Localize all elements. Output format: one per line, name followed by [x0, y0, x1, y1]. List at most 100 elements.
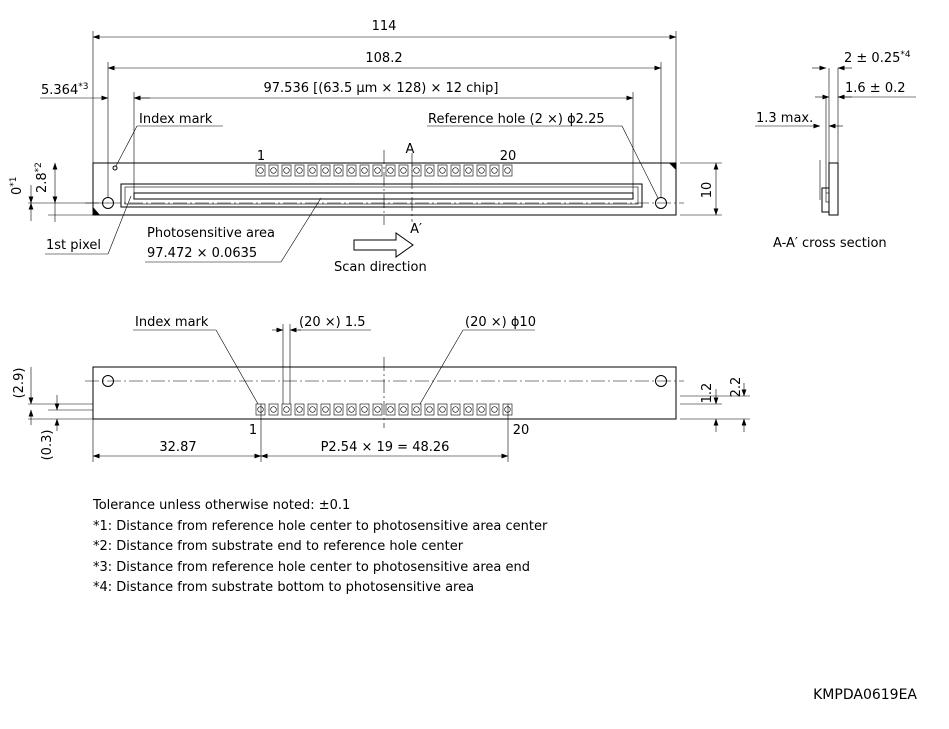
bottom-pin-11	[385, 403, 396, 416]
cross-section-sensor	[821, 187, 830, 213]
bottom-pin-hole-15	[439, 406, 446, 413]
top-pin-hole-16	[452, 167, 459, 174]
bottom-pin-hole-9	[361, 406, 368, 413]
bottom-pin-1	[255, 403, 266, 416]
note-tolerance: Tolerance unless otherwise noted: ±0.1	[93, 498, 351, 513]
index-mark-label: Index mark	[139, 112, 213, 127]
top-pin-19	[489, 164, 500, 177]
bottom-pin-9	[359, 403, 370, 416]
bottom-substrate	[92, 366, 677, 420]
note-3: *3: Distance from reference hole center …	[93, 559, 530, 575]
photo-area-frame-inner	[124, 186, 639, 205]
note-1: *1: Distance from reference hole center …	[93, 518, 548, 534]
top-pin-hole-10	[374, 167, 381, 174]
top-pin-4	[294, 164, 305, 177]
bottom-pin-hole-13	[413, 406, 420, 413]
bottom-pin-4	[294, 403, 305, 416]
note-2: *2: Distance from substrate end to refer…	[93, 539, 464, 554]
dim-0-3: (0.3)	[40, 430, 55, 461]
bottom-pin-12	[398, 403, 409, 416]
bottom-pin-hole-8	[348, 406, 355, 413]
top-pin-13	[411, 164, 422, 177]
top-pin-hole-19	[491, 167, 498, 174]
top-pin-hole-12	[400, 167, 407, 174]
bottom-pin-15	[437, 403, 448, 416]
bottom-pin-1-label: 1	[249, 423, 257, 438]
scan-direction-arrow	[353, 232, 414, 258]
bottom-pin-hole-7	[335, 406, 342, 413]
bottom-pin-hole-17	[465, 406, 472, 413]
top-pin-12	[398, 164, 409, 177]
dim-114: 114	[372, 19, 397, 34]
dim-3287: 32.87	[159, 440, 196, 455]
bottom-pin-20-label: 20	[513, 423, 530, 438]
first-pixel-label: 1st pixel	[46, 238, 101, 253]
bottom-pin-8	[346, 403, 357, 416]
dim-1-3-max: 1.3 max.	[756, 111, 813, 126]
top-pin-3	[281, 164, 292, 177]
top-pin-5	[307, 164, 318, 177]
photo-area-size: 97.472 × 0.0635	[147, 246, 257, 261]
top-pin-hole-17	[465, 167, 472, 174]
top-corner-mark-right	[669, 163, 676, 170]
top-pin-hole-14	[426, 167, 433, 174]
bottom-pin-hole-16	[452, 406, 459, 413]
bottom-pin-row	[255, 403, 513, 416]
dim-2-8: 2.8*2	[34, 162, 50, 193]
top-pin-2	[268, 164, 279, 177]
top-pin-17	[463, 164, 474, 177]
top-pin-20-label: 20	[500, 149, 517, 164]
bottom-pin-hole-20	[504, 406, 511, 413]
photo-area-label: Photosensitive area	[147, 226, 275, 241]
bottom-pin-hole-18	[478, 406, 485, 413]
bottom-hole-left	[102, 375, 114, 387]
top-pin-18	[476, 164, 487, 177]
top-pin-10	[372, 164, 383, 177]
bottom-pin-3	[281, 403, 292, 416]
bottom-hole-right	[655, 375, 667, 387]
bottom-pin-14	[424, 403, 435, 416]
top-pin-11	[385, 164, 396, 177]
note-4: *4: Distance from substrate bottom to ph…	[93, 580, 475, 595]
top-pin-14	[424, 164, 435, 177]
bottom-view: Index mark (20 ×) 1.5 (20 ×) ϕ10 (2.9) (…	[12, 315, 750, 462]
reference-hole-label: Reference hole (2 ×) ϕ2.25	[428, 112, 605, 127]
dim-108: 108.2	[365, 51, 402, 66]
bottom-pin-hole-1	[257, 406, 264, 413]
top-pin-1	[255, 164, 266, 177]
scan-direction-label: Scan direction	[334, 260, 427, 275]
top-pin-row	[255, 164, 513, 177]
dim-zero: 0*1	[9, 176, 25, 195]
bottom-pin-13	[411, 403, 422, 416]
top-pin-hole-13	[413, 167, 420, 174]
bottom-pin-hole-12	[400, 406, 407, 413]
dim-2-025: 2 ± 0.25*4	[844, 50, 911, 66]
index-mark-dot	[112, 165, 118, 171]
section-a-prime-label: A′	[410, 222, 422, 237]
top-pin-hole-7	[335, 167, 342, 174]
bottom-index-mark-label: Index mark	[135, 315, 209, 330]
top-pin-hole-5	[309, 167, 316, 174]
top-pin-hole-2	[270, 167, 277, 174]
top-pin-6	[320, 164, 331, 177]
bottom-pin-7	[333, 403, 344, 416]
top-substrate	[92, 162, 677, 216]
bottom-pin-20	[502, 403, 513, 416]
bottom-pin-hole-4	[296, 406, 303, 413]
cross-section-body	[828, 162, 839, 216]
bottom-pin-2	[268, 403, 279, 416]
top-pin-hole-20	[504, 167, 511, 174]
bottom-pin-hole-3	[283, 406, 290, 413]
dim-97536: 97.536 [(63.5 µm × 128) × 12 chip]	[264, 81, 499, 96]
pin-hole-label: (20 ×) ϕ10	[465, 315, 536, 330]
top-pin-hole-8	[348, 167, 355, 174]
top-pin-1-label: 1	[257, 149, 265, 164]
cross-section-caption: A-A′ cross section	[773, 236, 887, 251]
dim-2-2: 2.2	[729, 377, 744, 398]
bottom-pin-hole-5	[309, 406, 316, 413]
top-pin-hole-4	[296, 167, 303, 174]
bottom-pin-19	[489, 403, 500, 416]
top-pin-hole-15	[439, 167, 446, 174]
photo-area-strip	[133, 192, 634, 200]
